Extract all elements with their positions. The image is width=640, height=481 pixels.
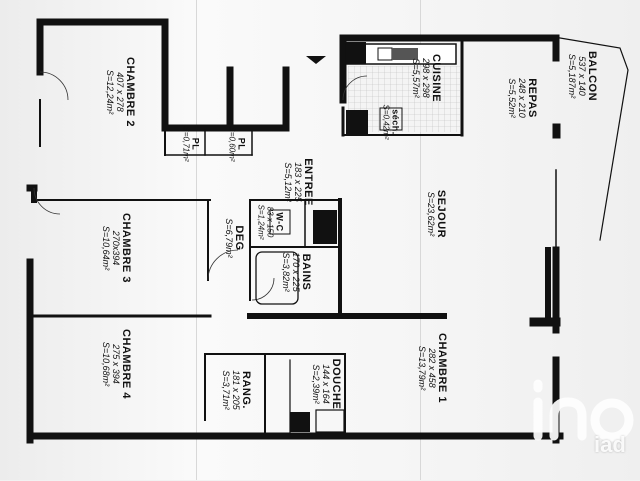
paper-fold (420, 0, 421, 480)
toilet-icon (269, 209, 291, 235)
room-bains: BAINS 170 x 225 S=3,82m² (280, 252, 312, 292)
room-pl-1: PL S=0,71m² (181, 126, 201, 162)
walls (26, 18, 629, 444)
room-cuisine: CUISINE 298 x 298 S=5,57m² (410, 53, 442, 103)
room-sechoir: séch. S=0,42m² (381, 104, 401, 140)
paper-fold (196, 0, 197, 480)
iad-logo-mark-icon (533, 379, 634, 442)
room-balcon: BALCON 537 x 140 S=5,187m² (566, 50, 598, 102)
fixtures (255, 42, 457, 433)
duct-icon (290, 412, 310, 432)
iad-logo-text: iad (594, 432, 626, 457)
duct-icon (346, 42, 366, 64)
room-chambre-4: CHAMBRE 4 275 x 394 S=10,68m² (100, 329, 132, 399)
dryer-icon (379, 107, 403, 131)
cooktop-icon (392, 48, 418, 60)
shower-tray-icon (315, 409, 345, 433)
room-deg: DEG S=6,79m² (223, 218, 245, 258)
room-chambre-3: CHAMBRE 3 270x394 S=10,64m² (100, 213, 132, 283)
duct-icon (313, 210, 337, 244)
iad-logo: iad (518, 376, 636, 476)
room-douche: DOUCHE 144 x 164 S=2,39m² (310, 358, 342, 410)
room-pl-2: PL S=0,60m² (227, 126, 247, 162)
room-entree: ENTREE 183 x 225 S=5,12m² (282, 158, 314, 206)
room-sejour: SEJOUR S=23,62m² (425, 189, 447, 239)
duct-icon (346, 110, 368, 134)
room-chambre-2: CHAMBRE 2 407 x 278 S=12,24m² (104, 57, 136, 127)
entry-arrow-icon (306, 56, 326, 64)
bathtub-icon (255, 251, 299, 305)
room-wc: W-C 83 x 150 S=1,24m² (257, 204, 285, 240)
room-chambre-1: CHAMBRE 1 282 x 458 S=13,79m² (416, 333, 448, 403)
room-rang: RANG. 181 x 205 S=3,71m² (220, 370, 252, 410)
doors (33, 71, 368, 301)
room-repas: REPAS 248 x 210 S=5,52m² (506, 78, 538, 118)
